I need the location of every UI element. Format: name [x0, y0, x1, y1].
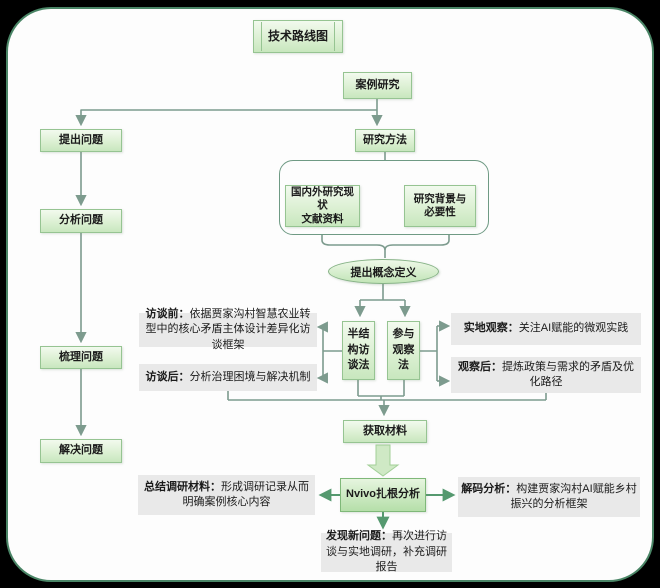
node-raise-problem: 提出问题: [40, 129, 122, 152]
node-obtain-material: 获取材料: [343, 420, 427, 443]
node-research-method: 研究方法: [355, 129, 415, 152]
node-raise-problem-label: 提出问题: [59, 133, 103, 146]
node-research-method-label: 研究方法: [363, 133, 407, 146]
annotation-summary: 总结调研材料：形成调研记录从而明确案例核心内容: [138, 475, 315, 515]
node-literature-line1: 国内外研究现状: [291, 186, 354, 212]
predef-line-right: [334, 22, 335, 51]
annotation-interview-before-title: 访谈前：: [145, 307, 190, 320]
annotation-interview-after-text: 分析治理困境与解决机制: [189, 370, 311, 383]
annotation-field-observation-text: 关注AI赋能的微观实践: [518, 322, 629, 335]
node-background-necessity: 研究背景与 必要性: [404, 185, 476, 227]
annotation-observation-after-title: 观察后：: [458, 360, 502, 373]
annotation-new-problem-title: 发现新问题：: [326, 530, 392, 543]
node-sort-problem-label: 梳理问题: [59, 350, 103, 363]
annotation-summary-text: 形成调研记录从而明确案例核心内容: [182, 480, 310, 508]
annotation-interview-after: 访谈后：分析治理困境与解决机制: [139, 364, 317, 391]
annotation-decoding-title: 解码分析：: [461, 482, 517, 495]
annotation-field-observation: 实地观察：关注AI赋能的微观实践: [451, 313, 641, 345]
annotation-interview-before-text: 依据贾家沟村智慧农业转型中的核心矛盾主体设计差异化访谈框架: [145, 307, 311, 351]
diagram-title-box: 技术路线图: [253, 20, 343, 53]
node-analyze-problem-label: 分析问题: [59, 214, 103, 227]
node-case-study-label: 案例研究: [355, 78, 400, 91]
annotation-observation-after-text: 提炼政策与需求的矛盾及优化路径: [502, 360, 634, 388]
node-concept-definition: 提出概念定义: [328, 259, 439, 284]
annotation-field-observation-title: 实地观察：: [463, 322, 519, 335]
node-nvivo-analysis: Nvivo扎根分析: [340, 478, 426, 512]
node-solve-problem: 解决问题: [40, 439, 122, 463]
annotation-observation-after: 观察后：提炼政策与需求的矛盾及优化路径: [451, 357, 641, 393]
annotation-summary-title: 总结调研材料：: [144, 480, 221, 493]
node-semi-structured-interview: 半结构访谈法: [342, 321, 375, 380]
diagram-title: 技术路线图: [267, 29, 328, 43]
node-sort-problem: 梳理问题: [40, 346, 122, 369]
annotation-new-problem-text: 再次进行访谈与实地调研，补充调研报告: [326, 530, 447, 574]
node-participant-observation-label: 参与观察法: [392, 327, 415, 372]
predef-line-left: [261, 22, 262, 51]
node-concept-definition-label: 提出概念定义: [350, 266, 417, 279]
node-literature: 国内外研究现状 文献资料: [285, 185, 360, 227]
node-solve-problem-label: 解决问题: [59, 444, 103, 457]
node-participant-observation: 参与观察法: [387, 321, 420, 380]
annotation-interview-after-title: 访谈后：: [145, 370, 190, 383]
node-background-line2: 必要性: [424, 206, 456, 218]
annotation-interview-before: 访谈前：依据贾家沟村智慧农业转型中的核心矛盾主体设计差异化访谈框架: [139, 308, 317, 351]
node-nvivo-analysis-label: Nvivo扎根分析: [346, 488, 420, 501]
node-semi-interview-label: 半结构访谈法: [347, 327, 370, 372]
node-obtain-material-label: 获取材料: [363, 424, 407, 437]
node-background-line1: 研究背景与: [413, 192, 467, 205]
annotation-decoding: 解码分析：构建贾家沟村AI赋能乡村振兴的分析框架: [458, 477, 640, 517]
annotation-decoding-text: 构建贾家沟村AI赋能乡村振兴的分析框架: [510, 482, 637, 510]
node-analyze-problem: 分析问题: [40, 209, 122, 233]
node-literature-line2: 文献资料: [301, 212, 344, 225]
annotation-new-problem: 发现新问题：再次进行访谈与实地调研，补充调研报告: [321, 530, 452, 574]
node-case-study: 案例研究: [343, 72, 412, 99]
